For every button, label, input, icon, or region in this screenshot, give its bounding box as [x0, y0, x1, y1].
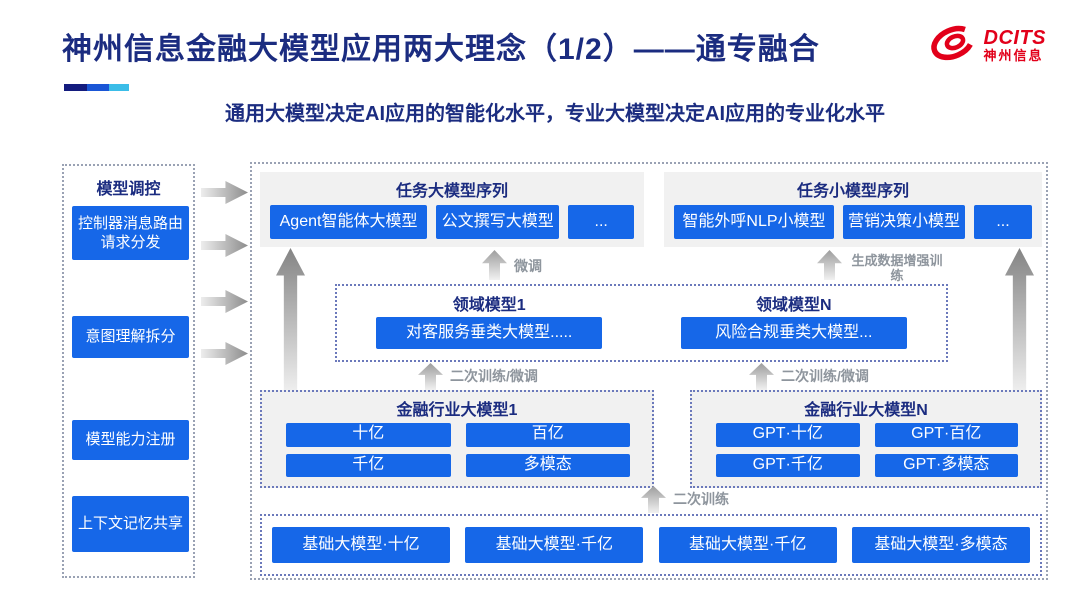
domain-model-n: 领域模型N 风险合规垂类大模型... [642, 286, 947, 360]
arrow-up-icon [418, 363, 443, 390]
node-ellipsis: ... [568, 205, 634, 239]
flow-label-secondary-right: 二次训练/微调 [781, 368, 869, 384]
flow-label-gen-data: 生成数据增强训练 [851, 253, 943, 283]
section-title: 任务小模型序列 [796, 183, 909, 200]
industry-model-n-section: 金融行业大模型N GPT·十亿 GPT·百亿 GPT·千亿 GPT·多模态 [690, 390, 1042, 488]
node-billion: 十亿 [286, 423, 451, 447]
node-agent-large-model: Agent智能体大模型 [270, 205, 428, 239]
domain-model-section: 领域模型1 对客服务垂类大模型..... 领域模型N 风险合规垂类大模型... [335, 284, 948, 362]
node-outbound-nlp-model: 智能外呼NLP小模型 [674, 205, 834, 239]
arrow-up-icon [749, 363, 774, 390]
arrow-up-icon [817, 250, 842, 280]
task-large-model-section: 任务大模型序列 Agent智能体大模型 公文撰写大模型 ... [260, 172, 644, 247]
node-ten-billion: 百亿 [465, 423, 630, 447]
domain-title: 领域模型1 [452, 297, 526, 314]
model-control-panel: 模型调控 控制器消息路由请求分发 意图理解拆分 模型能力注册 上下文记忆共享 [62, 164, 195, 578]
node-gpt-multimodal: GPT·多模态 [874, 453, 1018, 477]
domain-title: 领域模型N [755, 297, 832, 314]
arrow-right-icon [201, 342, 248, 365]
node-doc-writing-model: 公文撰写大模型 [436, 205, 560, 239]
node-multimodal: 多模态 [465, 453, 630, 477]
industry-model-1-section: 金融行业大模型1 十亿 百亿 千亿 多模态 [260, 390, 654, 488]
domain-model-1: 领域模型1 对客服务垂类大模型..... [337, 286, 642, 360]
sidebar-node-intent: 意图理解拆分 [72, 316, 189, 358]
sidebar-node-router: 控制器消息路由请求分发 [72, 206, 189, 260]
node-base-hundred-billion-1: 基础大模型·千亿 [465, 527, 644, 563]
sidebar-title: 模型调控 [96, 181, 161, 198]
section-title: 任务大模型序列 [395, 183, 508, 200]
node-base-billion: 基础大模型·十亿 [272, 527, 450, 563]
arrow-right-icon [201, 181, 248, 204]
arrow-up-icon [482, 250, 507, 280]
node-gpt-billion: GPT·十亿 [716, 423, 860, 447]
flow-label-secondary-left: 二次训练/微调 [450, 368, 538, 384]
dcits-swoosh-icon [928, 22, 978, 69]
node-ellipsis: ... [974, 205, 1032, 239]
logo-wordmark: DCITS [983, 27, 1046, 50]
sidebar-node-context: 上下文记忆共享 [72, 496, 189, 552]
flow-label-finetune: 微调 [514, 258, 542, 274]
node-risk-compliance-model: 风险合规垂类大模型... [680, 317, 907, 349]
arrow-up-long-icon [1005, 248, 1034, 393]
node-hundred-billion: 千亿 [286, 453, 451, 477]
title-underline-cyan [109, 84, 129, 91]
section-title: 金融行业大模型N [804, 402, 928, 419]
sidebar-node-register: 模型能力注册 [72, 420, 189, 460]
node-base-multimodal: 基础大模型·多模态 [851, 527, 1030, 563]
logo-cn-name: 神州信息 [983, 48, 1044, 64]
task-small-model-section: 任务小模型序列 智能外呼NLP小模型 营销决策小模型 ... [664, 172, 1042, 247]
arrow-up-long-icon [276, 248, 305, 393]
base-model-section: 基础大模型·十亿 基础大模型·千亿 基础大模型·千亿 基础大模型·多模态 [260, 514, 1042, 576]
page-title: 神州信息金融大模型应用两大理念（1/2）——通专融合 [62, 33, 820, 66]
model-architecture-panel: 任务大模型序列 Agent智能体大模型 公文撰写大模型 ... 任务小模型序列 … [250, 162, 1048, 580]
title-underline-navy [64, 84, 87, 91]
node-gpt-ten-billion: GPT·百亿 [874, 423, 1018, 447]
arrow-right-icon [201, 234, 248, 257]
arrow-right-icon [201, 290, 248, 313]
node-customer-service-model: 对客服务垂类大模型..... [376, 317, 603, 349]
section-title: 金融行业大模型1 [396, 402, 518, 419]
flow-label-secondary-train: 二次训练 [673, 491, 729, 507]
slide-subtitle: 通用大模型决定AI应用的智能化水平，专业大模型决定AI应用的专业化水平 [225, 103, 885, 125]
node-marketing-model: 营销决策小模型 [843, 205, 965, 239]
arrow-up-icon [641, 486, 666, 513]
title-underline-blue [87, 84, 109, 91]
node-gpt-hundred-billion: GPT·千亿 [716, 453, 860, 477]
dcits-logo: DCITS 神州信息 [928, 22, 1047, 69]
node-base-hundred-billion-2: 基础大模型·千亿 [658, 527, 837, 563]
